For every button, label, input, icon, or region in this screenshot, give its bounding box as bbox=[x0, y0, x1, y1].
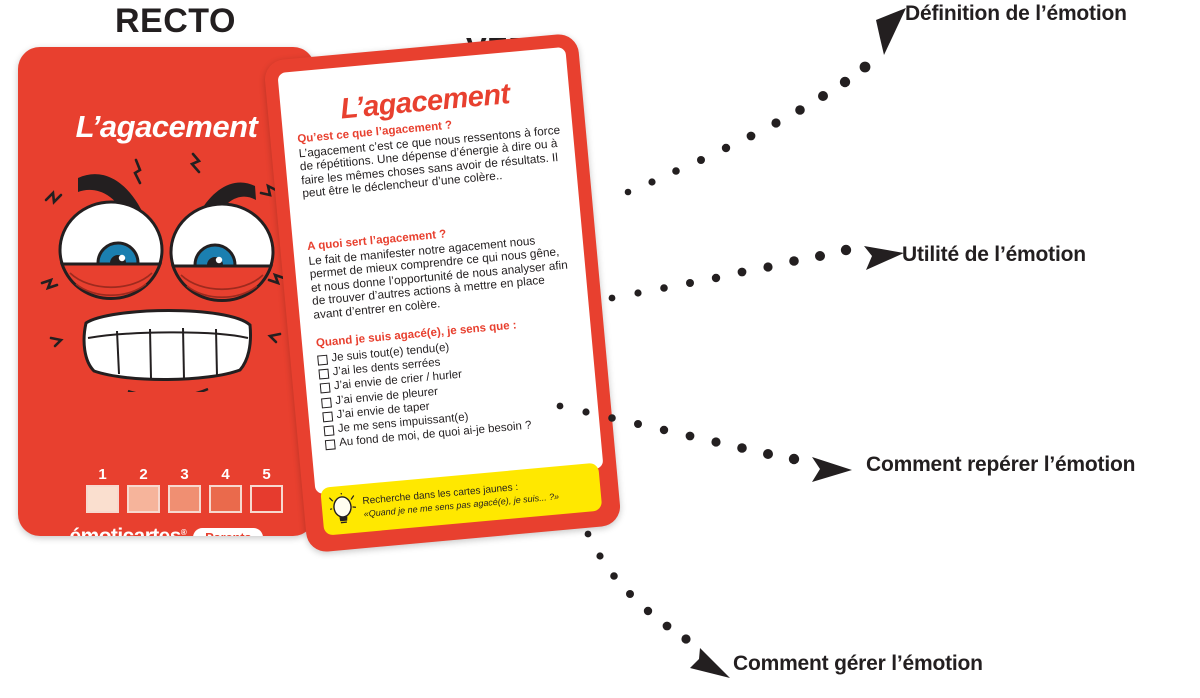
intensity-scale: 1 2 3 4 5 bbox=[86, 467, 286, 513]
verso-card: L’agacement Qu’est ce que l’agacement ? … bbox=[263, 32, 622, 554]
callout-label-utility: Utilité de l’émotion bbox=[902, 243, 1086, 266]
tip-strip: Recherche dans les cartes jaunes : «Quan… bbox=[320, 462, 603, 536]
checkbox-icon[interactable] bbox=[319, 383, 331, 394]
brand-logo: émoticartes® Parents bbox=[18, 525, 315, 536]
verso-card-content: L’agacement Qu’est ce que l’agacement ? … bbox=[277, 46, 604, 495]
checkbox-icon[interactable] bbox=[318, 368, 330, 380]
checkbox-icon[interactable] bbox=[324, 439, 336, 451]
checkbox-icon[interactable] bbox=[317, 354, 329, 366]
intensity-swatch-3 bbox=[168, 485, 201, 513]
arrow-utility bbox=[608, 244, 904, 302]
brand-logo-text: émoticartes bbox=[70, 525, 182, 536]
checkbox-icon[interactable] bbox=[323, 425, 335, 437]
checkbox-icon[interactable] bbox=[321, 397, 332, 409]
arrow-managing bbox=[584, 530, 730, 678]
intensity-label-1: 1 bbox=[98, 466, 107, 483]
intensity-swatch-2 bbox=[127, 485, 160, 513]
intensity-level-4: 4 bbox=[209, 467, 242, 513]
callout-label-spotting: Comment repérer l’émotion bbox=[866, 453, 1136, 476]
intensity-label-5: 5 bbox=[262, 466, 271, 483]
intensity-level-3: 3 bbox=[168, 467, 201, 513]
checkbox-icon[interactable] bbox=[322, 411, 334, 423]
intensity-level-1: 1 bbox=[86, 467, 119, 513]
registered-mark: ® bbox=[180, 528, 187, 536]
intensity-label-3: 3 bbox=[180, 466, 189, 483]
angry-face-icon bbox=[40, 152, 286, 392]
intensity-swatch-4 bbox=[209, 485, 242, 513]
section-utility: A quoi sert l’agacement ? Le fait de man… bbox=[307, 217, 576, 322]
callout-label-definition: Définition de l’émotion bbox=[905, 2, 1127, 25]
intensity-level-5: 5 bbox=[250, 467, 283, 513]
brand-logo-badge: Parents bbox=[193, 527, 264, 536]
recto-card: L’agacement bbox=[18, 47, 315, 536]
intensity-scale-row: 1 2 3 4 5 bbox=[86, 467, 286, 513]
callout-label-managing: Comment gérer l’émotion bbox=[733, 652, 983, 675]
tip-text: Recherche dans les cartes jaunes : «Quan… bbox=[362, 478, 559, 520]
intensity-swatch-5 bbox=[250, 485, 283, 513]
intensity-level-2: 2 bbox=[127, 467, 160, 513]
lightbulb-icon bbox=[328, 491, 357, 524]
symptom-checklist: Je suis tout(e) tendu(e) J’ai les dents … bbox=[317, 329, 588, 452]
intensity-label-4: 4 bbox=[221, 466, 230, 483]
arrow-definition bbox=[624, 8, 906, 196]
brand-logo-word: émoticartes® bbox=[70, 525, 187, 536]
section-checklist: Quand je suis agacé(e), je sens que : Je… bbox=[316, 314, 588, 452]
recto-card-title: L’agacement bbox=[75, 109, 258, 144]
intensity-swatch-1 bbox=[86, 485, 119, 513]
intensity-label-2: 2 bbox=[139, 466, 148, 483]
recto-heading: RECTO bbox=[115, 2, 236, 40]
